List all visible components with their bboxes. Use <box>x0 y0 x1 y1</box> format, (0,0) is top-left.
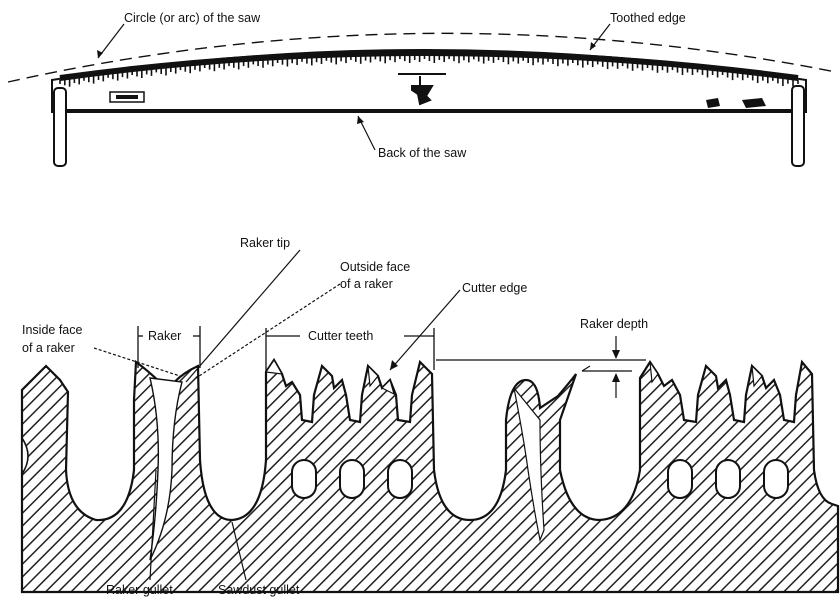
label-inside-face-1: Inside face <box>22 323 83 337</box>
label-outside-face-2: of a raker <box>340 277 393 291</box>
oval-hole-4 <box>668 460 692 498</box>
label-cutter-teeth-bracket: Cutter teeth <box>308 329 373 343</box>
oval-hole-5 <box>716 460 740 498</box>
label-raker-bracket: Raker <box>148 329 181 343</box>
oval-hole-2 <box>340 460 364 498</box>
leader-raker-tip <box>186 250 300 382</box>
leader-cutter-edge <box>390 290 460 370</box>
label-raker-depth: Raker depth <box>580 317 648 331</box>
label-sawdust-gullet: Sawdust gullet <box>218 583 300 597</box>
oval-hole-3 <box>388 460 412 498</box>
label-raker-tip: Raker tip <box>240 236 290 250</box>
label-circle-of-saw: Circle (or arc) of the saw <box>124 11 261 25</box>
right-handle <box>792 86 804 166</box>
tooth-detail-view <box>22 360 838 592</box>
left-handle <box>54 88 66 166</box>
label-cutter-edge: Cutter edge <box>462 281 527 295</box>
oval-hole-6 <box>764 460 788 498</box>
label-back-of-saw: Back of the saw <box>378 146 467 160</box>
label-outside-face-1: Outside face <box>340 260 410 274</box>
label-inside-face-2: of a raker <box>22 341 75 355</box>
label-raker-gullet: Raker gullet <box>106 583 173 597</box>
oval-hole-1 <box>292 460 316 498</box>
label-toothed-edge: Toothed edge <box>610 11 686 25</box>
